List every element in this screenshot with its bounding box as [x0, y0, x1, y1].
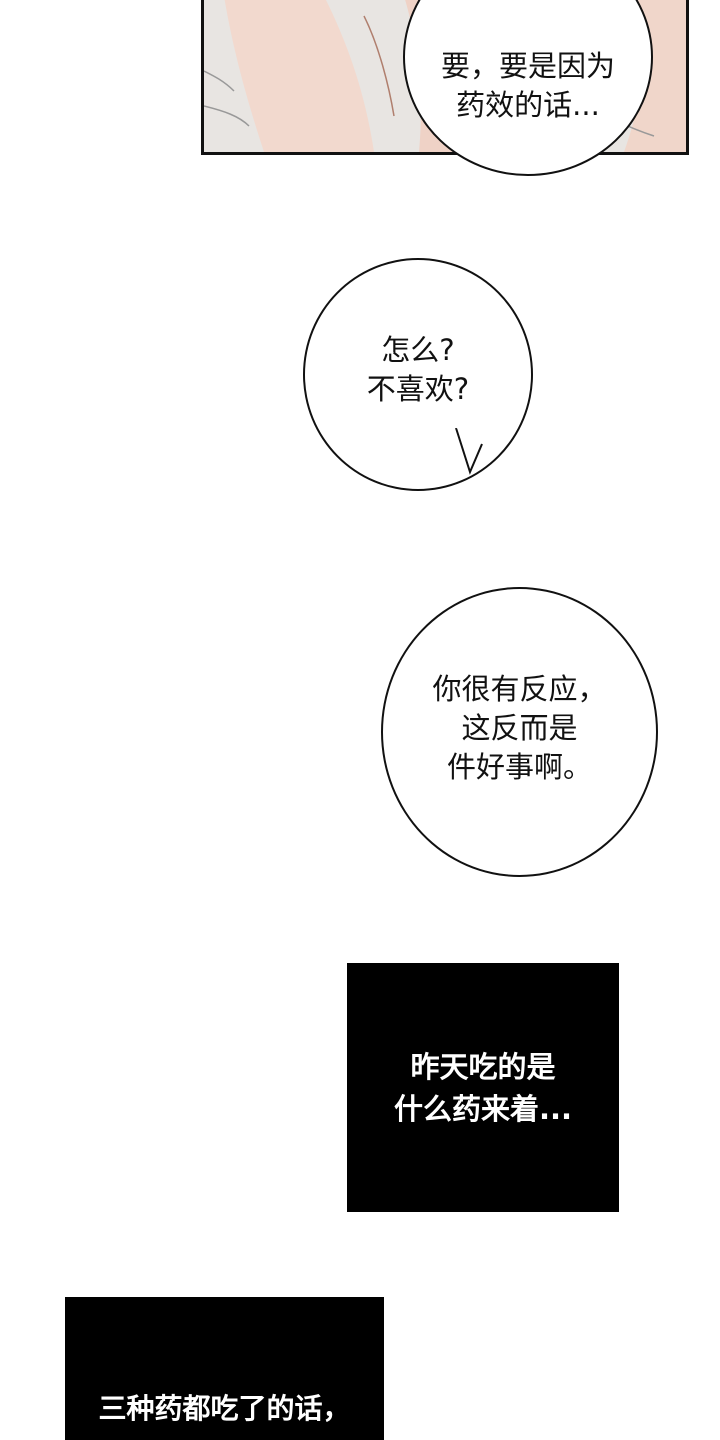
speech-bubble-top: 要，要是因为 药效的话...	[403, 0, 653, 176]
speech-bubble-2-text: 你很有反应， 这反而是 件好事啊。	[432, 671, 607, 784]
speech-bubble-1-tail	[455, 424, 484, 475]
caption-box-1-text: 昨天吃的是 什么药来着...	[393, 1049, 573, 1126]
speech-bubble-1-text: 怎么? 不喜欢?	[366, 332, 470, 406]
caption-box-2: 三种药都吃了的话，	[65, 1297, 384, 1440]
caption-box-2-text: 三种药都吃了的话，	[98, 1392, 351, 1425]
caption-box-1: 昨天吃的是 什么药来着...	[347, 963, 619, 1212]
speech-bubble-top-text: 要，要是因为 药效的话...	[440, 49, 615, 122]
speech-bubble-2: 你很有反应， 这反而是 件好事啊。	[381, 587, 658, 877]
speech-bubble-1: 怎么? 不喜欢?	[303, 258, 533, 491]
